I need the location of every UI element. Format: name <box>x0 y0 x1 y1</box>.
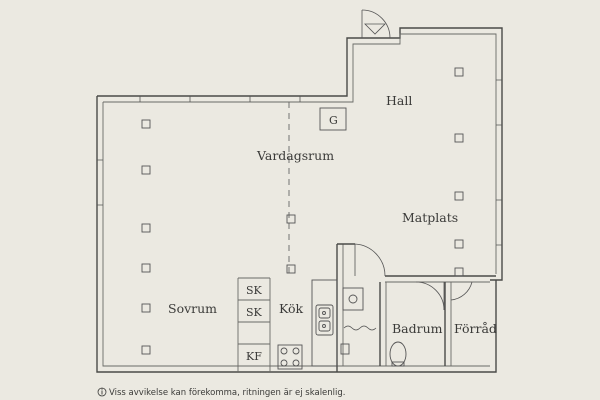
ceiling-light-icon <box>286 264 296 274</box>
fixture-label-sk-bottom: SK <box>246 306 263 319</box>
closet-box <box>319 107 347 131</box>
ceiling-light-icon <box>141 223 151 233</box>
ceiling-light-icon <box>141 165 151 175</box>
ceiling-light-icon <box>454 239 464 249</box>
ceiling-light-icon <box>454 191 464 201</box>
interior-doors <box>354 243 473 311</box>
room-label-matplats: Matplats <box>402 210 458 225</box>
info-circle-icon <box>97 387 107 397</box>
ceiling-lights <box>141 67 464 355</box>
wave-curtain-icon <box>343 325 377 331</box>
stove-icon <box>277 344 303 370</box>
sink-icon <box>315 304 334 336</box>
washbasin-icon <box>340 343 350 355</box>
room-label-badrum: Badrum <box>392 321 443 336</box>
room-label-kok: Kök <box>279 301 304 316</box>
ceiling-light-icon <box>454 133 464 143</box>
room-label-sovrum: Sovrum <box>168 301 217 316</box>
room-label-hall: Hall <box>386 93 412 108</box>
fixture-label-g: G <box>329 114 338 127</box>
ceiling-light-icon <box>454 67 464 77</box>
bathroom-fixtures <box>340 287 407 367</box>
ceiling-light-icon <box>141 263 151 273</box>
toilet-icon <box>389 341 407 367</box>
ceiling-light-icon <box>141 303 151 313</box>
ceiling-light-icon <box>141 345 151 355</box>
ceiling-light-icon <box>286 214 296 224</box>
room-label-forrad: Förråd <box>454 321 497 336</box>
kitchen-counter <box>277 279 338 370</box>
fixture-label-kf: KF <box>246 350 262 363</box>
room-label-vardagsrum: Vardagsrum <box>256 148 334 163</box>
shower-icon <box>342 287 364 311</box>
disclaimer-note: Viss avvikelse kan förekomma, ritningen … <box>109 388 346 398</box>
outer-walls <box>96 27 503 373</box>
ceiling-light-icon <box>454 267 464 277</box>
fixture-label-sk-top: SK <box>246 284 263 297</box>
ceiling-light-icon <box>141 119 151 129</box>
entrance-door <box>361 9 391 39</box>
